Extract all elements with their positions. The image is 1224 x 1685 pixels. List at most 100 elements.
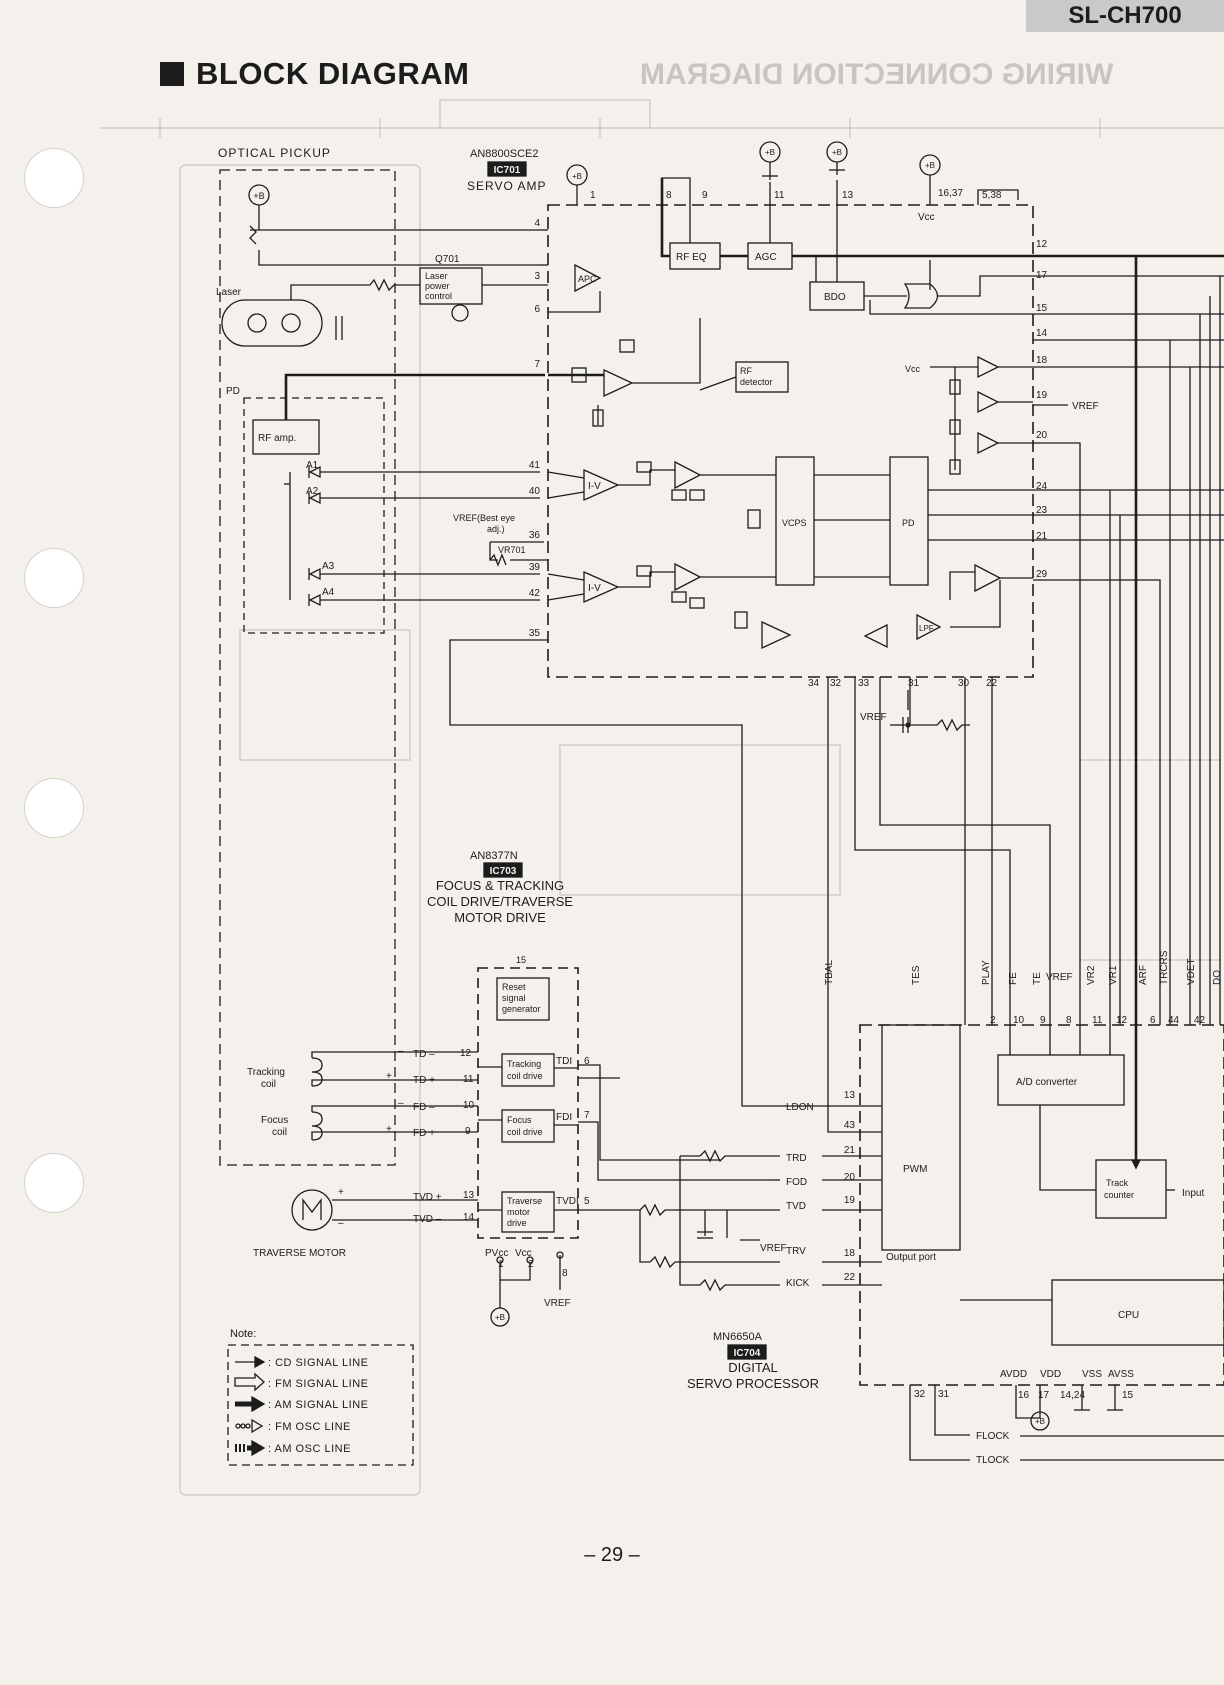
- trv-signal: TRV: [786, 1246, 806, 1257]
- ic704-top-pin: 2: [990, 1015, 996, 1026]
- traverse-drive-line2: motor: [507, 1207, 530, 1217]
- vdd-label: VDD: [1040, 1369, 1061, 1380]
- laser-ctrl-line3: control: [425, 291, 452, 301]
- q701-supply-icon: [452, 305, 468, 321]
- or-gate-icon: [905, 284, 938, 308]
- ic701-left-pin: 7: [534, 359, 540, 370]
- arf-signal: ARF: [1138, 965, 1149, 985]
- do-signal: DO: [1212, 970, 1223, 985]
- ic703-name-2: COIL DRIVE/TRAVERSE: [427, 894, 573, 909]
- ic701-left-pin: 4: [534, 218, 540, 229]
- apc-label: APC: [578, 274, 597, 284]
- ic703-pin: 5: [584, 1196, 590, 1207]
- ic701-right-pin: 14: [1036, 328, 1048, 339]
- a2-label: A2: [306, 486, 319, 497]
- legend-item-fm: : FM SIGNAL LINE: [268, 1378, 369, 1390]
- ic703-pin: 12: [460, 1048, 472, 1059]
- ic703-pin: 15: [516, 955, 526, 965]
- op-amp-icon: [675, 564, 700, 590]
- fod-signal: FOD: [786, 1177, 807, 1188]
- trcrs-signal: TRCRS: [1159, 950, 1170, 985]
- pickup-boundary: [220, 170, 395, 1165]
- ic701-part: AN8800SCE2: [470, 148, 539, 160]
- ic703-ref: IC703: [490, 866, 517, 877]
- legend-am-osc-icon: [236, 1441, 264, 1455]
- vref-trv-label: VREF: [760, 1243, 787, 1254]
- ic704-bottom-pin: 32: [914, 1389, 926, 1400]
- page-number: – 29 –: [0, 1544, 1224, 1567]
- supply-label: +B: [832, 148, 842, 157]
- focus-drive-line2: coil drive: [507, 1127, 543, 1137]
- focus-coil-line1: Focus: [261, 1115, 288, 1126]
- pwm-box: [882, 1025, 960, 1250]
- output-port-label: Output port: [886, 1252, 936, 1263]
- q701-label: Q701: [435, 254, 460, 265]
- ic704-left-pin: 21: [844, 1145, 856, 1156]
- ldon-signal: LDON: [786, 1102, 814, 1113]
- tracking-coil-line1: Tracking: [247, 1067, 285, 1078]
- vr701-label: VR701: [498, 545, 526, 555]
- ic701-boundary: [548, 205, 1033, 677]
- ic704-top-pin: 12: [1116, 1015, 1128, 1026]
- ic701-right-pin: 12: [1036, 239, 1048, 250]
- pickup-supply-label: +B: [253, 191, 264, 201]
- ic701-top-pin: 13: [842, 190, 854, 201]
- ic701-right-pin: 20: [1036, 430, 1048, 441]
- ic703-pin: 14: [463, 1212, 475, 1223]
- avss-label: AVSS: [1108, 1369, 1134, 1380]
- ic703-pin: 7: [584, 1110, 590, 1121]
- ic704-left-pin: 43: [844, 1120, 856, 1131]
- plus-mark: +: [386, 1124, 392, 1135]
- ic704-left-pin: 18: [844, 1248, 856, 1259]
- legend-fm-line-icon: [235, 1374, 264, 1390]
- lpf-label: LPF: [919, 624, 934, 633]
- ic701-vcc-label: Vcc: [918, 212, 935, 223]
- buffer-amp-icon: [865, 625, 887, 647]
- tracking-drive-line2: coil drive: [507, 1071, 543, 1081]
- a4-label: A4: [322, 587, 335, 598]
- ic704-top-pin: 11: [1092, 1015, 1103, 1026]
- ic704-top-pin: 8: [1066, 1015, 1072, 1026]
- ic701-top-pin: 8: [666, 190, 672, 201]
- ic701-top-pin: 11: [774, 190, 785, 201]
- focus-drive-line1: Focus: [507, 1115, 532, 1125]
- vref-signal: VREF: [1046, 972, 1073, 983]
- rf-det-line1: RF: [740, 366, 752, 376]
- flock-signal: FLOCK: [976, 1431, 1010, 1442]
- legend-item-am: : AM SIGNAL LINE: [268, 1399, 369, 1411]
- ic701-left-pin: 35: [529, 628, 541, 639]
- tes-signal: TES: [911, 965, 922, 985]
- tvd-signal: TVD: [786, 1201, 806, 1212]
- vss-label: VSS: [1082, 1369, 1102, 1380]
- ic701-name: SERVO AMP: [467, 179, 546, 193]
- ic701-bottom-pin: 33: [858, 678, 870, 689]
- ghost-ruler: [100, 100, 1224, 1495]
- vr2-signal: VR2: [1086, 965, 1097, 985]
- ic704-supply-label: +B: [1035, 1417, 1045, 1426]
- pd-block-label: PD: [902, 518, 915, 528]
- ic704-part: MN6650A: [713, 1331, 763, 1343]
- vref-out-label: VREF: [1072, 401, 1099, 412]
- vref-best-line2: adj.): [487, 524, 505, 534]
- buffer-icon: [978, 357, 998, 377]
- laser-label: Laser: [216, 287, 242, 298]
- plus-mark: +: [338, 1187, 344, 1198]
- focus-coil-icon: [312, 1112, 322, 1140]
- tlock-signal: TLOCK: [976, 1455, 1010, 1466]
- tvdi-label: TVDI: [556, 1196, 579, 1207]
- ic703-name-3: MOTOR DRIVE: [454, 910, 546, 925]
- ic701-ref: IC701: [494, 165, 521, 176]
- ic701-right-pin: 18: [1036, 355, 1048, 366]
- ic704-left-pin: 13: [844, 1090, 856, 1101]
- photodiode-a3-icon: [309, 568, 320, 580]
- ic704-left-pin: 19: [844, 1195, 856, 1206]
- traverse-drive-line1: Traverse: [507, 1196, 542, 1206]
- legend-item-fm-osc: : FM OSC LINE: [268, 1421, 351, 1433]
- op-amp-icon: [762, 622, 790, 648]
- vref-cap-label: VREF: [860, 712, 887, 723]
- laser-ctrl-line2: power: [425, 281, 450, 291]
- ic701-top-pin: 5,38: [982, 190, 1002, 201]
- rfeq-label: RF EQ: [676, 252, 707, 263]
- op-amp-icon: [975, 565, 1000, 591]
